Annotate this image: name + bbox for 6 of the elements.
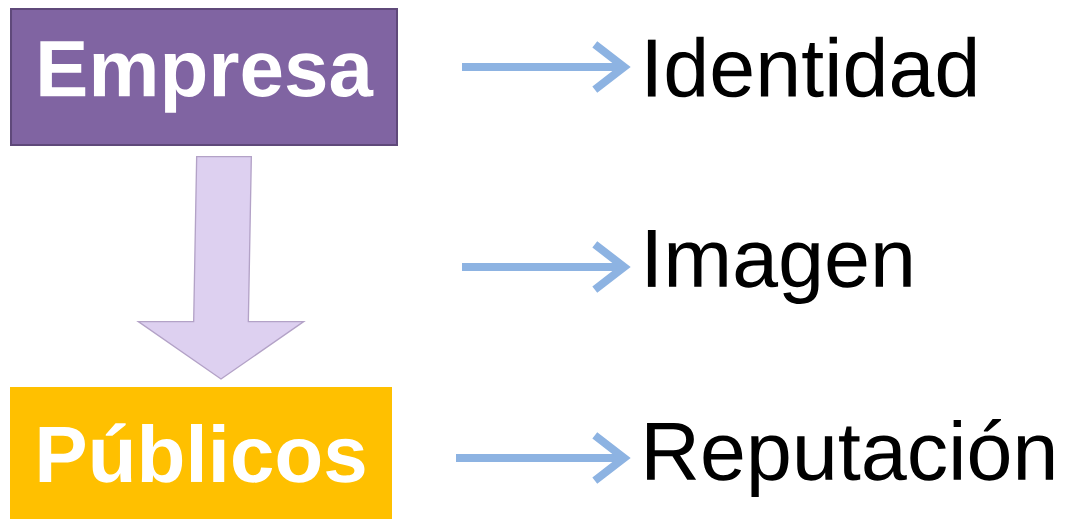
term-text: Imagen: [647, 230, 911, 304]
term-text: Identidad: [647, 36, 976, 98]
label-box: Empresa: [10, 8, 398, 146]
label-box: Públicos: [10, 387, 392, 519]
block-arrow: [136, 156, 306, 380]
term-text: Reputación: [647, 419, 1054, 497]
